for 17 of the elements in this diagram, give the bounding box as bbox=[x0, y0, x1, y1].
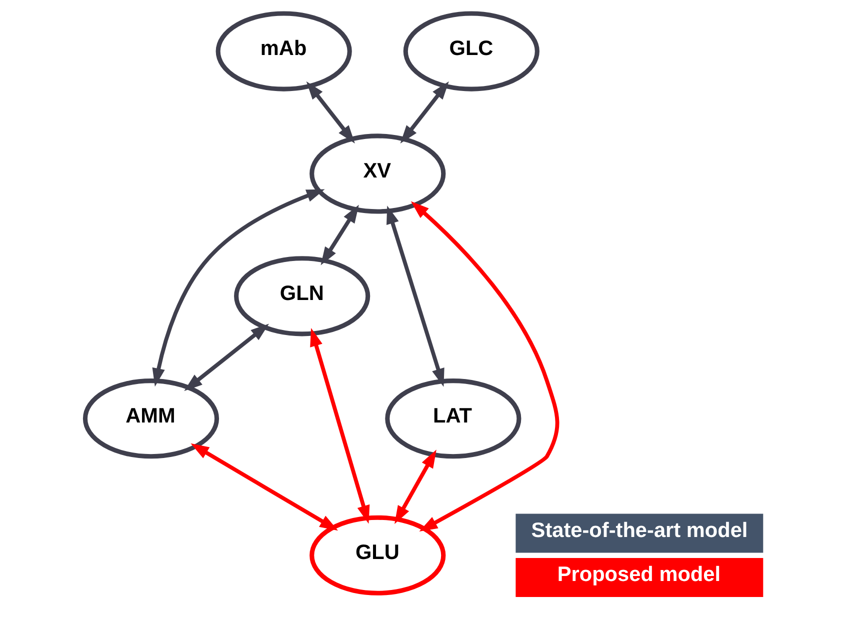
arrow bbox=[310, 328, 370, 524]
arrow bbox=[394, 450, 436, 524]
node-ellipse: mAb bbox=[216, 11, 352, 92]
node-ellipse: GLC bbox=[403, 11, 540, 92]
legend-label: State-of-the-art model bbox=[531, 518, 748, 542]
arrow bbox=[410, 201, 560, 532]
arrow bbox=[184, 324, 269, 392]
legend-label: Proposed model bbox=[557, 563, 721, 586]
node-ellipse: XV bbox=[310, 134, 446, 214]
arrow bbox=[306, 81, 355, 144]
arrow bbox=[400, 81, 449, 144]
arrow bbox=[152, 189, 325, 387]
node-ellipse: GLN bbox=[234, 256, 370, 336]
node-ellipse: LAT bbox=[385, 378, 522, 459]
arrow bbox=[190, 443, 338, 531]
arrow bbox=[386, 206, 444, 387]
arrow bbox=[320, 204, 359, 266]
